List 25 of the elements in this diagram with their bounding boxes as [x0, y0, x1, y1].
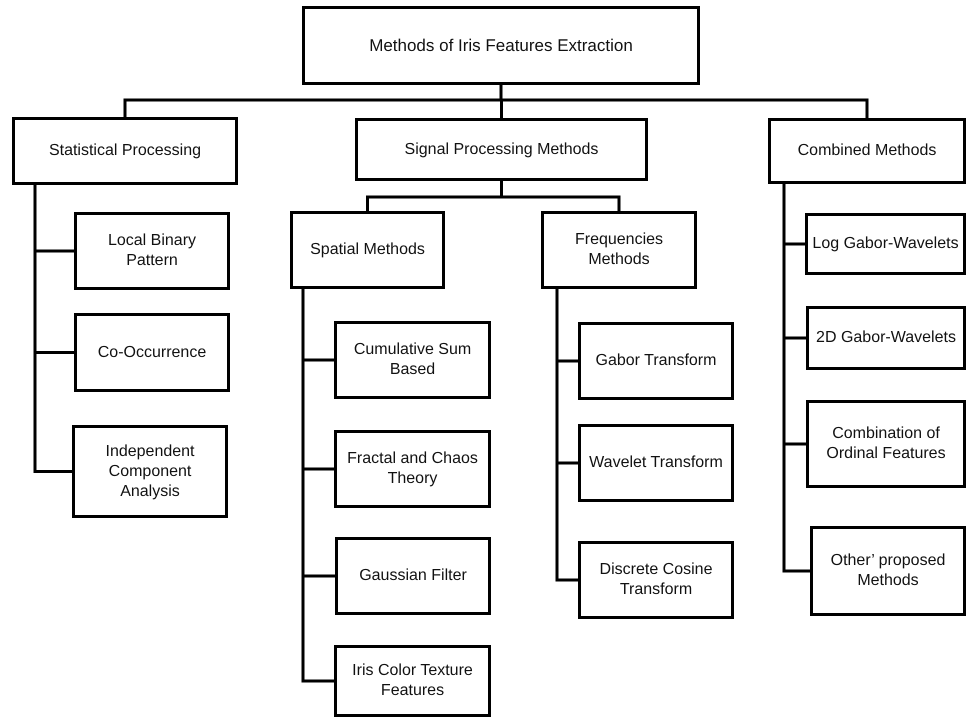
connector-line	[302, 289, 334, 682]
connector-line	[556, 289, 578, 582]
category-box: Combined Methods	[768, 118, 966, 184]
category-box: Independent Component Analysis	[72, 425, 228, 518]
connector-line	[34, 185, 72, 473]
category-box: Gaussian Filter	[335, 537, 491, 615]
category-box: Methods of Iris Features Extraction	[302, 6, 700, 85]
category-box: Frequencies Methods	[541, 211, 697, 289]
category-box: Statistical Processing	[12, 117, 238, 185]
category-box: Combination of Ordinal Features	[806, 400, 966, 488]
category-box: 2D Gabor-Wavelets	[806, 306, 966, 370]
category-box: Cumulative Sum Based	[334, 321, 491, 399]
category-box: Fractal and Chaos Theory	[334, 430, 491, 508]
category-box: Other’ proposed Methods	[810, 526, 966, 616]
connector-line	[782, 184, 810, 572]
category-box: Iris Color Texture Features	[334, 645, 491, 717]
category-box: Signal Processing Methods	[355, 118, 648, 181]
category-box: Local Binary Pattern	[74, 212, 230, 290]
category-box: Gabor Transform	[578, 322, 734, 400]
connector-line	[500, 181, 620, 211]
category-box: Co-Occurrence	[74, 313, 230, 392]
category-box: Discrete Cosine Transform	[578, 541, 734, 619]
category-box: Log Gabor-Wavelets	[805, 213, 966, 275]
category-box: Wavelet Transform	[578, 424, 734, 502]
category-box: Spatial Methods	[290, 211, 445, 289]
